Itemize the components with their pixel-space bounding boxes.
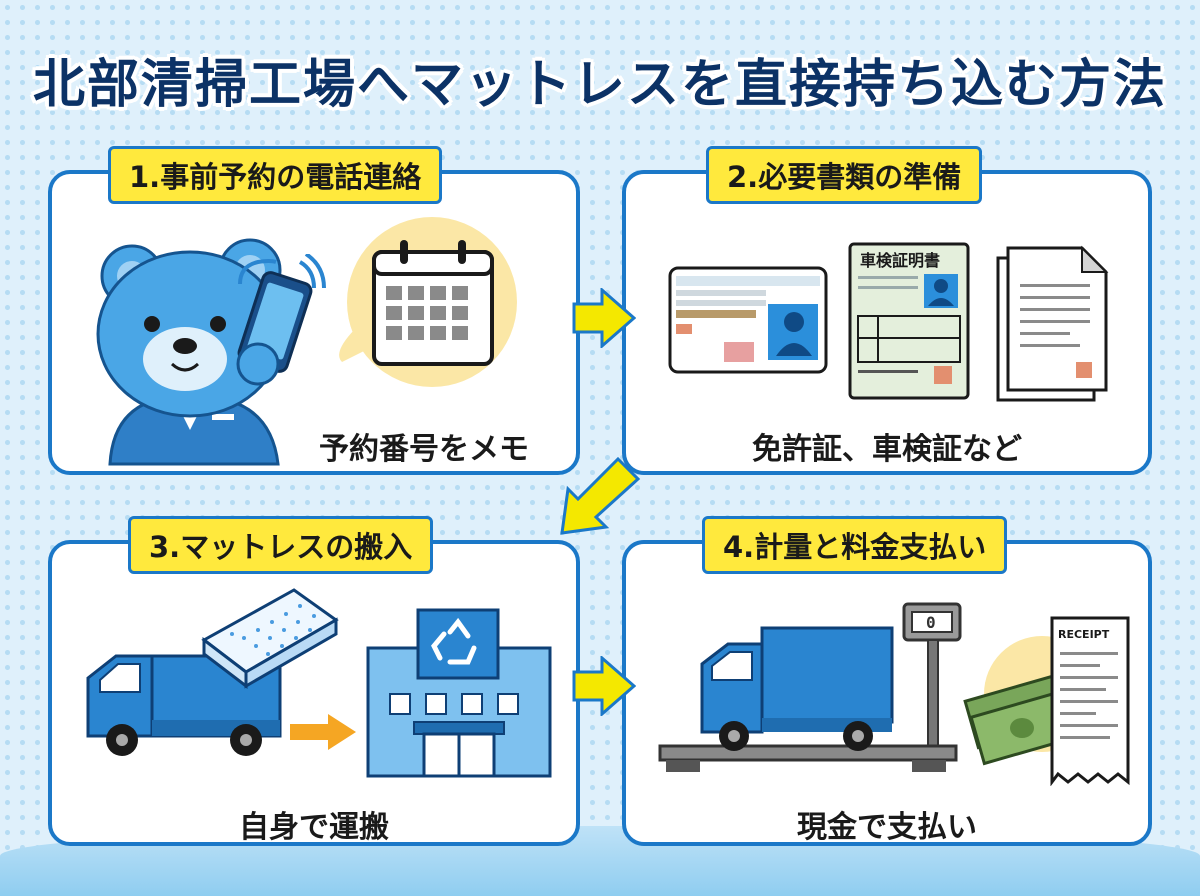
step-label-1: 1.事前予約の電話連絡 <box>108 146 443 204</box>
step-label-3: 3.マットレスの搬入 <box>128 516 434 574</box>
arrow-1-to-2-icon <box>572 288 636 348</box>
calendar-icon <box>339 217 517 387</box>
bear-mascot-icon <box>96 238 284 466</box>
orange-arrow-icon <box>290 714 356 750</box>
step-card-3: 3.マットレスの搬入 <box>48 516 580 846</box>
mattress-icon <box>201 588 339 690</box>
arrow-2-to-3-icon <box>560 456 641 535</box>
step-label-2: 2.必要書類の準備 <box>706 146 983 204</box>
truck-icon <box>86 654 282 756</box>
step-card-2: 2.必要書類の準備 車検証明書 免許証、 <box>622 146 1152 475</box>
scale-display: 0 <box>926 613 936 632</box>
step-card-1: 1.事前予約の電話連絡 予約番号をメモ <box>48 146 580 475</box>
step-label-4: 4.計量と料金支払い <box>702 516 1008 574</box>
smartphone-icon <box>236 254 326 386</box>
page-title: 北部清掃工場へマットレスを直接持ち込む方法 <box>32 55 1167 115</box>
certificate-icon: 車検証明書 <box>848 242 970 400</box>
recycling-facility-icon <box>366 608 552 778</box>
document-icon <box>996 245 1109 402</box>
step-caption-1: 予約番号をメモ <box>319 432 529 467</box>
certificate-title: 車検証明書 <box>860 251 940 270</box>
license-card-icon <box>668 266 828 374</box>
receipt-title: RECEIPT <box>1058 628 1110 641</box>
step-caption-3: 自身で運搬 <box>239 810 389 845</box>
arrow-3-to-4-icon <box>572 656 636 716</box>
step-caption-2: 免許証、車検証など <box>752 432 1022 467</box>
truck-icon <box>700 626 894 751</box>
step-card-4: 4.計量と料金支払い 0 RECEIPT 現金で支払い <box>622 516 1152 846</box>
step-caption-4: 現金で支払い <box>797 810 977 845</box>
receipt-icon: RECEIPT <box>1050 616 1130 786</box>
